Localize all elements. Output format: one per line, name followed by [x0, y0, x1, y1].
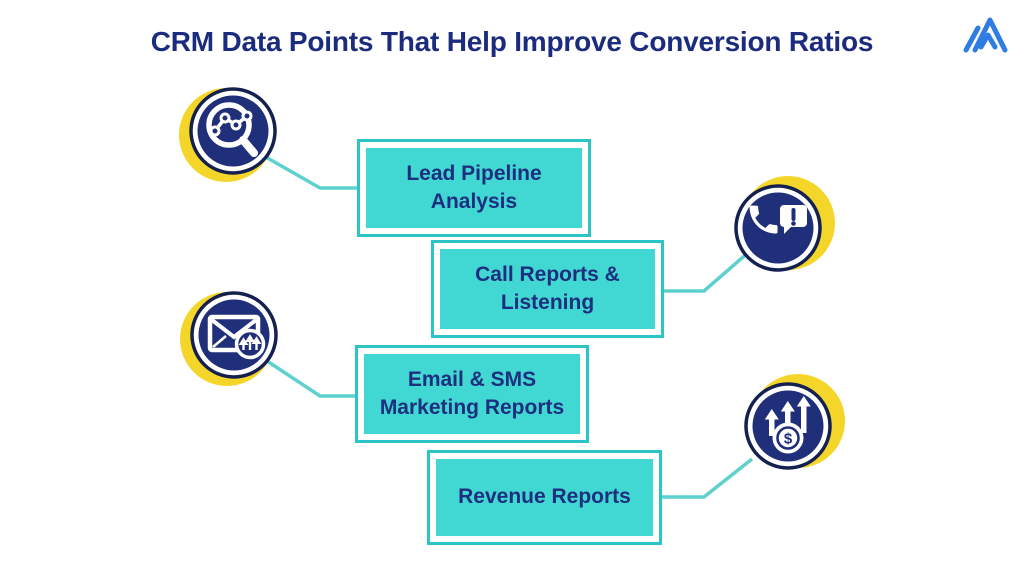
connector-email-sms — [263, 357, 356, 398]
phone-alert-icon — [734, 176, 835, 272]
card-label-line: Call Reports & — [475, 262, 620, 286]
connector-lead-pipeline — [263, 154, 358, 190]
page-title: CRM Data Points That Help Improve Conver… — [150, 26, 874, 57]
card-label-line: Analysis — [430, 190, 518, 213]
card-label: Call Reports & Listening — [475, 261, 620, 318]
connector-call-reports — [664, 249, 752, 293]
card-label-line: Lead Pipeline — [406, 161, 542, 185]
card-label-line: Email & SMS — [407, 367, 537, 391]
card-call-reports-listening: Call Reports & Listening — [431, 240, 664, 338]
card-revenue-reports: Revenue Reports — [427, 450, 662, 545]
card-label: Lead Pipeline Analysis — [406, 160, 541, 217]
card-lead-pipeline-analysis: Lead Pipeline Analysis — [357, 139, 591, 237]
email-report-icon — [180, 291, 278, 386]
card-label: Revenue Reports — [458, 483, 631, 511]
card-email-sms-marketing-reports: Email & SMS Marketing Reports — [355, 345, 589, 443]
connector-revenue — [662, 457, 754, 499]
card-label-line: Listening — [500, 291, 595, 314]
revenue-growth-icon: $ — [744, 374, 845, 470]
dollar-sign: $ — [784, 431, 793, 448]
mountain-m-logo — [963, 17, 1008, 53]
card-label-line: Revenue Reports — [458, 485, 631, 509]
card-label: Email & SMS Marketing Reports — [380, 366, 564, 423]
card-label-line: Marketing Reports — [379, 396, 565, 419]
chart-magnifier-icon — [179, 87, 277, 182]
